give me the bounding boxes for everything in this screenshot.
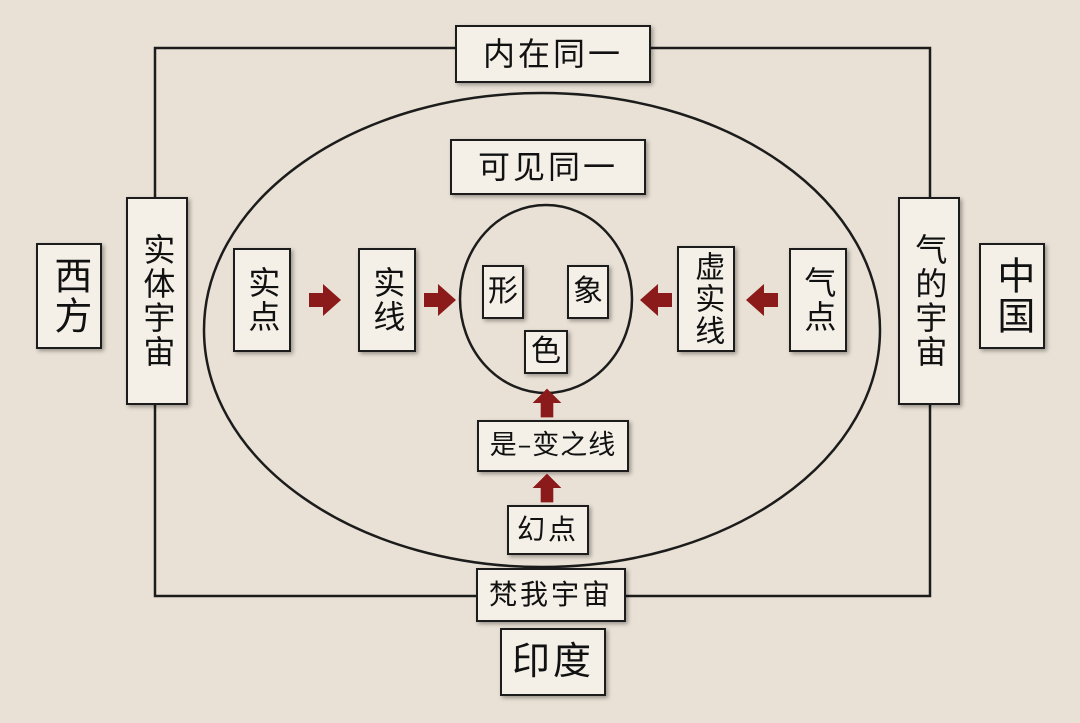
top-label-box: 内在同一 xyxy=(455,25,651,83)
becoming-line-box: 是–变之线 xyxy=(477,420,629,472)
china-label: 中国 xyxy=(990,256,1035,336)
west-label: 西方 xyxy=(47,256,92,336)
arrow-right-icon xyxy=(309,284,341,316)
inner-top-label: 可见同一 xyxy=(477,147,618,186)
solid-line-label: 实线 xyxy=(368,266,407,334)
qi-point-label: 气点 xyxy=(799,266,838,334)
west-cosmos-label: 实体宇宙 xyxy=(138,233,177,369)
solid-point-box: 实点 xyxy=(233,248,291,352)
illusory-point-box: 幻点 xyxy=(507,505,589,555)
solid-line-box: 实线 xyxy=(358,248,416,352)
arrow-right-icon xyxy=(424,284,456,316)
india-cosmos-box: 梵我宇宙 xyxy=(476,568,626,622)
image-box: 象 xyxy=(567,265,609,319)
arrow-left-icon xyxy=(746,284,778,316)
arrow-left-icon xyxy=(640,284,672,316)
china-box: 中国 xyxy=(979,243,1045,349)
china-cosmos-label: 气的宇宙 xyxy=(910,233,949,369)
illusory-point-label: 幻点 xyxy=(516,512,579,546)
india-box: 印度 xyxy=(500,628,606,696)
china-cosmos-box: 气的宇宙 xyxy=(898,197,960,405)
outer-ellipse xyxy=(202,91,882,569)
becoming-line-label: 是–变之线 xyxy=(489,430,617,462)
india-cosmos-label: 梵我宇宙 xyxy=(488,577,613,611)
color-box: 色 xyxy=(524,330,568,374)
arrow-up-icon xyxy=(532,388,562,418)
top-label: 内在同一 xyxy=(482,34,623,73)
solid-point-label: 实点 xyxy=(243,266,282,334)
shape-box: 形 xyxy=(482,265,524,319)
inner-top-label-box: 可见同一 xyxy=(450,139,646,195)
shape-label: 形 xyxy=(488,273,518,309)
color-label: 色 xyxy=(531,333,561,369)
qi-point-box: 气点 xyxy=(789,248,847,352)
west-box: 西方 xyxy=(36,243,102,349)
west-cosmos-box: 实体宇宙 xyxy=(126,197,188,405)
virtual-solid-line-label: 虚实线 xyxy=(689,251,725,347)
virtual-solid-line-box: 虚实线 xyxy=(677,246,735,352)
image-label: 象 xyxy=(573,273,603,309)
india-label: 印度 xyxy=(511,639,594,684)
arrow-up-icon xyxy=(532,473,562,503)
